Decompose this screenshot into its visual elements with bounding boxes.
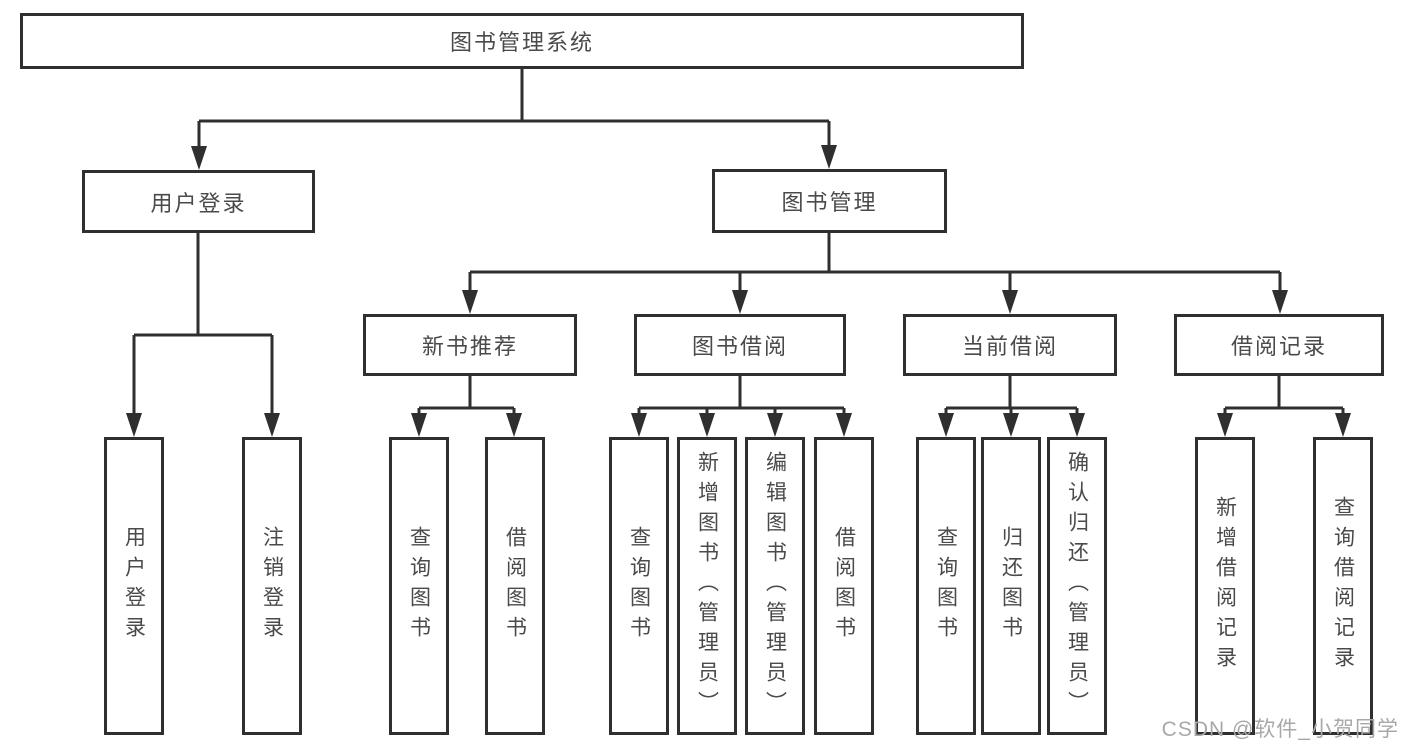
csdn-watermark: CSDN @软件_小贺同学 <box>1161 718 1399 741</box>
leaf-return-books: 归还图书 <box>981 437 1041 735</box>
node-new-book-recommend-label: 新书推荐 <box>421 334 518 359</box>
leaf-query-books-current-label: 查询图书 <box>934 526 958 646</box>
node-book-system: 图书管理系统 <box>20 13 1024 69</box>
leaf-confirm-return-admin-label: 确认归还（管理员） <box>1065 451 1089 721</box>
leaf-confirm-return-admin: 确认归还（管理员） <box>1047 437 1107 735</box>
leaf-borrow-books-borrowing-label: 借阅图书 <box>832 526 856 646</box>
leaf-query-borrow-record: 查询借阅记录 <box>1313 437 1373 735</box>
leaf-query-books-recommend: 查询图书 <box>389 437 449 735</box>
leaf-add-books-admin-label: 新增图书（管理员） <box>695 451 719 721</box>
node-book-management-label: 图书管理 <box>781 190 878 215</box>
leaf-add-borrow-record: 新增借阅记录 <box>1195 437 1255 735</box>
node-book-management: 图书管理 <box>712 169 947 233</box>
leaf-add-borrow-record-label: 新增借阅记录 <box>1213 496 1237 676</box>
leaf-user-login-label: 用户登录 <box>122 526 146 646</box>
leaf-query-borrow-record-label: 查询借阅记录 <box>1331 496 1355 676</box>
leaf-return-books-label: 归还图书 <box>999 526 1023 646</box>
leaf-edit-books-admin-label: 编辑图书（管理员） <box>763 451 787 721</box>
node-current-borrowing: 当前借阅 <box>903 314 1117 376</box>
node-new-book-recommend: 新书推荐 <box>363 314 577 376</box>
node-user-login: 用户登录 <box>82 170 315 233</box>
node-book-borrowing: 图书借阅 <box>634 314 846 376</box>
leaf-query-books-borrowing-label: 查询图书 <box>627 526 651 646</box>
node-book-borrowing-label: 图书借阅 <box>691 334 788 359</box>
node-borrowing-records-label: 借阅记录 <box>1230 334 1327 359</box>
leaf-query-books-recommend-label: 查询图书 <box>407 526 431 646</box>
leaf-borrow-books-recommend-label: 借阅图书 <box>503 526 527 646</box>
leaf-logout-login: 注销登录 <box>242 437 302 735</box>
leaf-add-books-admin: 新增图书（管理员） <box>677 437 737 735</box>
leaf-user-login: 用户登录 <box>104 437 164 735</box>
node-borrowing-records: 借阅记录 <box>1174 314 1384 376</box>
leaf-logout-login-label: 注销登录 <box>260 526 284 646</box>
node-current-borrowing-label: 当前借阅 <box>961 334 1058 359</box>
leaf-borrow-books-recommend: 借阅图书 <box>485 437 545 735</box>
node-user-login-label: 用户登录 <box>150 190 247 216</box>
leaf-borrow-books-borrowing: 借阅图书 <box>814 437 874 735</box>
leaf-query-books-current: 查询图书 <box>916 437 976 735</box>
leaf-query-books-borrowing: 查询图书 <box>609 437 669 735</box>
node-book-system-label: 图书管理系统 <box>449 30 594 55</box>
leaf-edit-books-admin: 编辑图书（管理员） <box>745 437 805 735</box>
